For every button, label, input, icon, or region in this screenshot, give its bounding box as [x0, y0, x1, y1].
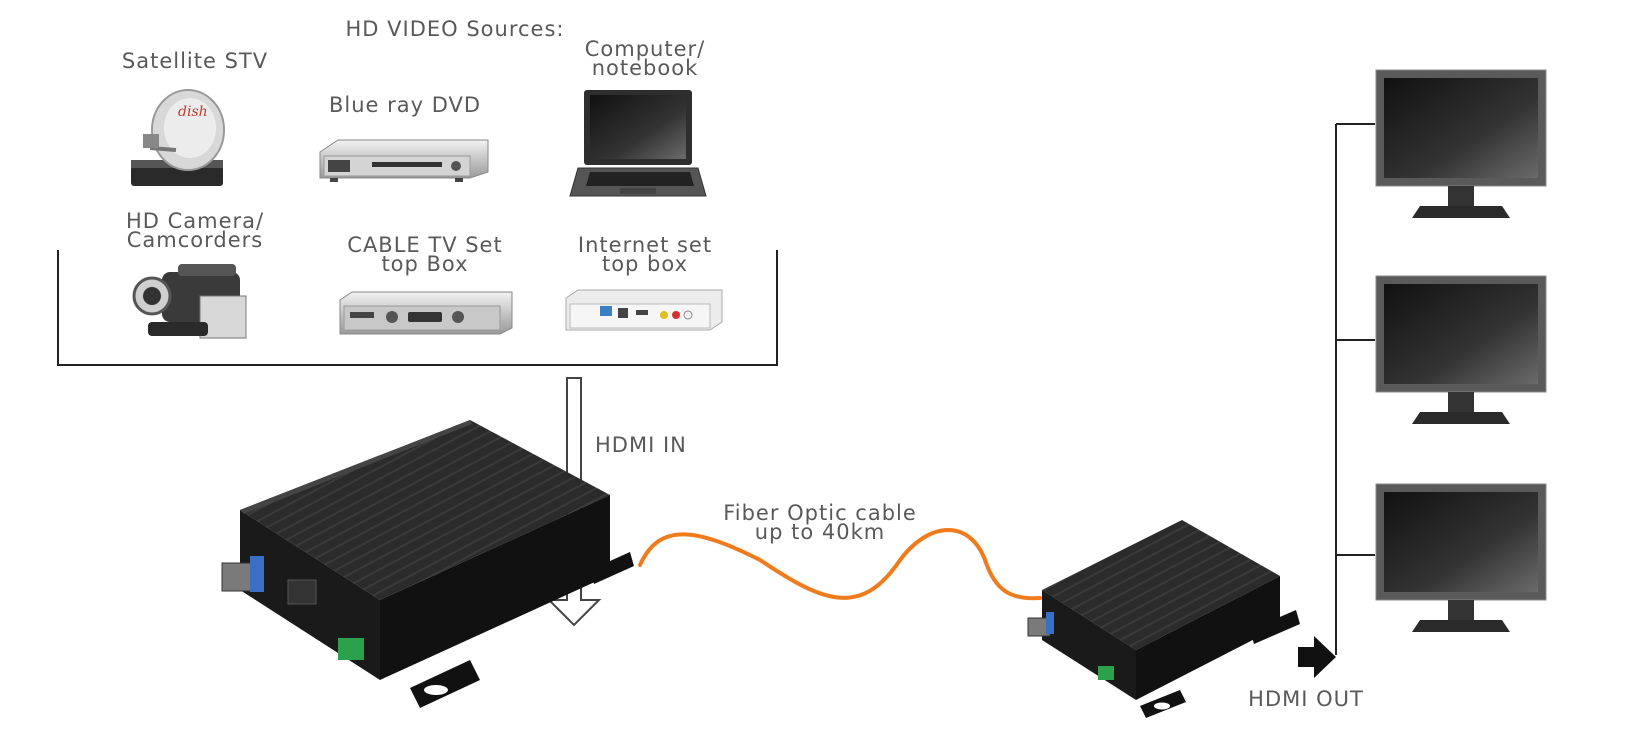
svg-text:dish: dish: [178, 104, 208, 120]
cable-label-line: up to 40km: [754, 520, 886, 544]
hdmi-in-label: HDMI IN: [595, 433, 687, 457]
hdmi-out-arrow: [1298, 636, 1336, 678]
source-label-bluray: Blue ray DVD: [320, 93, 490, 117]
source-label-internet: Internet set top box: [560, 233, 730, 276]
sources-bracket: [57, 250, 778, 366]
hdmi-out-label: HDMI OUT: [1248, 687, 1364, 711]
monitor-icon: [1375, 483, 1547, 632]
source-label-cabletv: CABLE TV Set top Box: [340, 233, 510, 276]
source-label-line: HD Camera/: [125, 209, 265, 233]
fiber-transmitter-icon: [221, 420, 634, 708]
fiber-cable: [638, 528, 1042, 601]
cable-box-icon: [339, 291, 513, 335]
sources-heading: HD VIDEO Sources:: [345, 17, 565, 41]
source-label-line: top box: [601, 252, 689, 276]
satellite-dish-icon: dish: [131, 89, 225, 186]
source-label-line: Satellite STV: [121, 49, 269, 73]
source-label-camera: HD Camera/ Camcorders: [110, 209, 280, 252]
cable-label-line: Fiber Optic cable: [723, 501, 917, 525]
source-label-line: notebook: [591, 56, 699, 80]
internet-box-icon: [565, 289, 723, 331]
source-label-line: CABLE TV Set: [347, 233, 503, 257]
dvd-player-icon: [319, 139, 489, 182]
laptop-icon: [569, 90, 707, 197]
fiber-receiver-icon: [1027, 520, 1300, 718]
source-label-satellite: Satellite STV: [110, 49, 280, 73]
source-label-line: Computer/: [584, 37, 706, 61]
camcorder-icon: [132, 264, 247, 339]
monitor-icon: [1375, 275, 1547, 424]
distribution-lines: [1335, 123, 1375, 655]
source-label-line: top Box: [381, 252, 469, 276]
monitor-icon: [1375, 69, 1547, 218]
source-label-line: Blue ray DVD: [328, 93, 482, 117]
source-label-computer: Computer/ notebook: [570, 37, 720, 80]
source-label-line: Camcorders: [126, 228, 264, 252]
source-label-line: Internet set: [577, 233, 713, 257]
fiber-cable-label: Fiber Optic cable up to 40km: [710, 501, 930, 544]
